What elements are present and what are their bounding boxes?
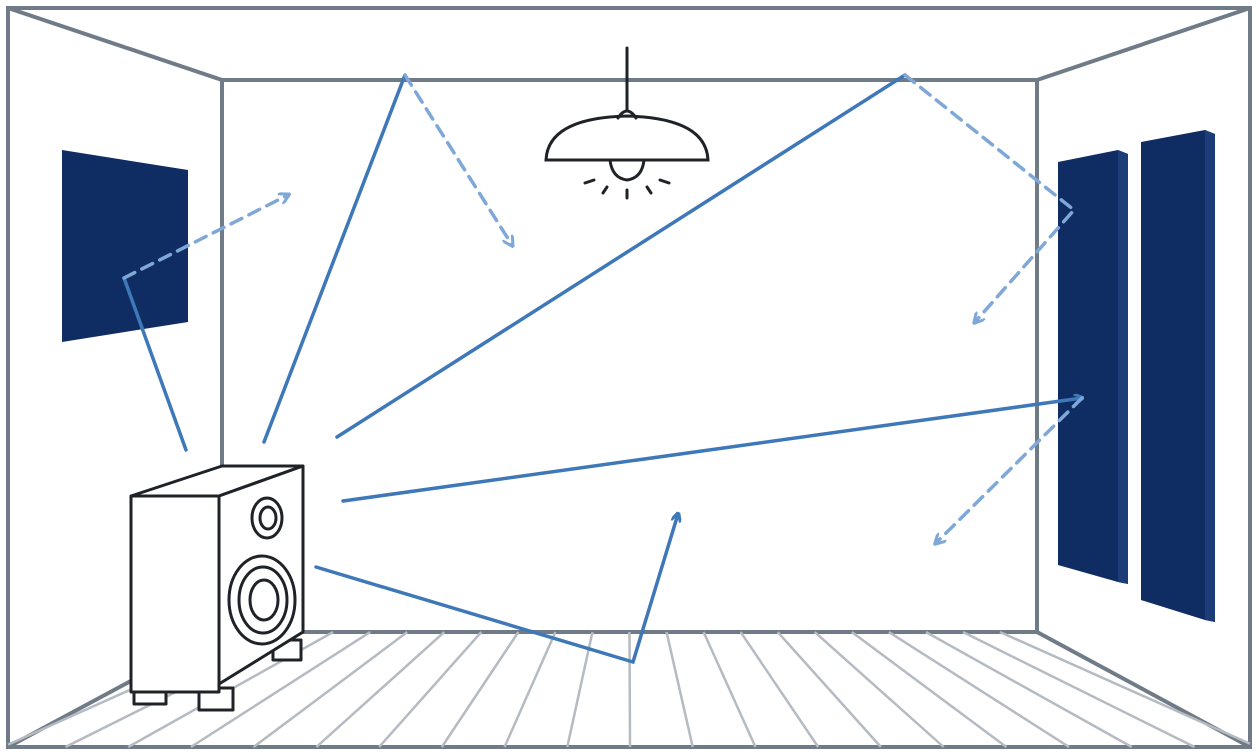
sound-path — [341, 398, 1082, 503]
sound-path — [335, 73, 907, 439]
back-wall — [220, 78, 1039, 634]
floor-plank — [566, 631, 594, 748]
floor-plank — [888, 630, 1070, 749]
ceiling-lamp-icon — [544, 46, 710, 200]
floor-plank — [962, 630, 1196, 749]
reflection-path — [936, 396, 1084, 543]
floor-plank — [702, 631, 757, 748]
floor-plank — [813, 631, 945, 748]
floor-plank — [776, 631, 882, 748]
acoustic-panel-side — [1118, 150, 1128, 584]
reflection-path — [403, 73, 512, 245]
acoustic-panel-left — [62, 150, 188, 342]
speaker-icon — [129, 464, 305, 712]
acoustic-panel — [1141, 130, 1215, 622]
sound-path — [122, 276, 188, 452]
floor-plank — [252, 630, 408, 749]
floor-plank — [378, 631, 483, 748]
speaker-front — [129, 494, 221, 694]
ceiling-edge-left — [7, 6, 223, 82]
sound-path — [262, 73, 407, 444]
acoustic-panels-right — [1058, 130, 1215, 622]
floor-plank — [315, 631, 446, 748]
floor-plank — [628, 631, 632, 748]
floor-plank — [440, 631, 520, 748]
floor-plank — [999, 630, 1251, 745]
floor-plank — [665, 631, 694, 748]
floor-plank — [739, 631, 820, 748]
direct-sound-paths — [122, 73, 1082, 665]
floor-plank — [851, 630, 1008, 749]
floor-plank — [190, 630, 371, 749]
sound-path — [314, 514, 678, 665]
reflection-path — [122, 195, 288, 280]
wood-floor — [7, 630, 1251, 749]
reflection-path — [903, 73, 1077, 322]
tweeter-inner — [258, 505, 278, 531]
reflected-sound-paths — [122, 73, 1084, 543]
ceiling-edge-right — [1036, 6, 1251, 82]
acoustic-panel-side — [1205, 130, 1215, 622]
floor-plank — [503, 631, 557, 748]
floor-plank — [925, 630, 1133, 749]
woofer-inner — [248, 578, 280, 622]
acoustic-panel — [1058, 150, 1128, 584]
